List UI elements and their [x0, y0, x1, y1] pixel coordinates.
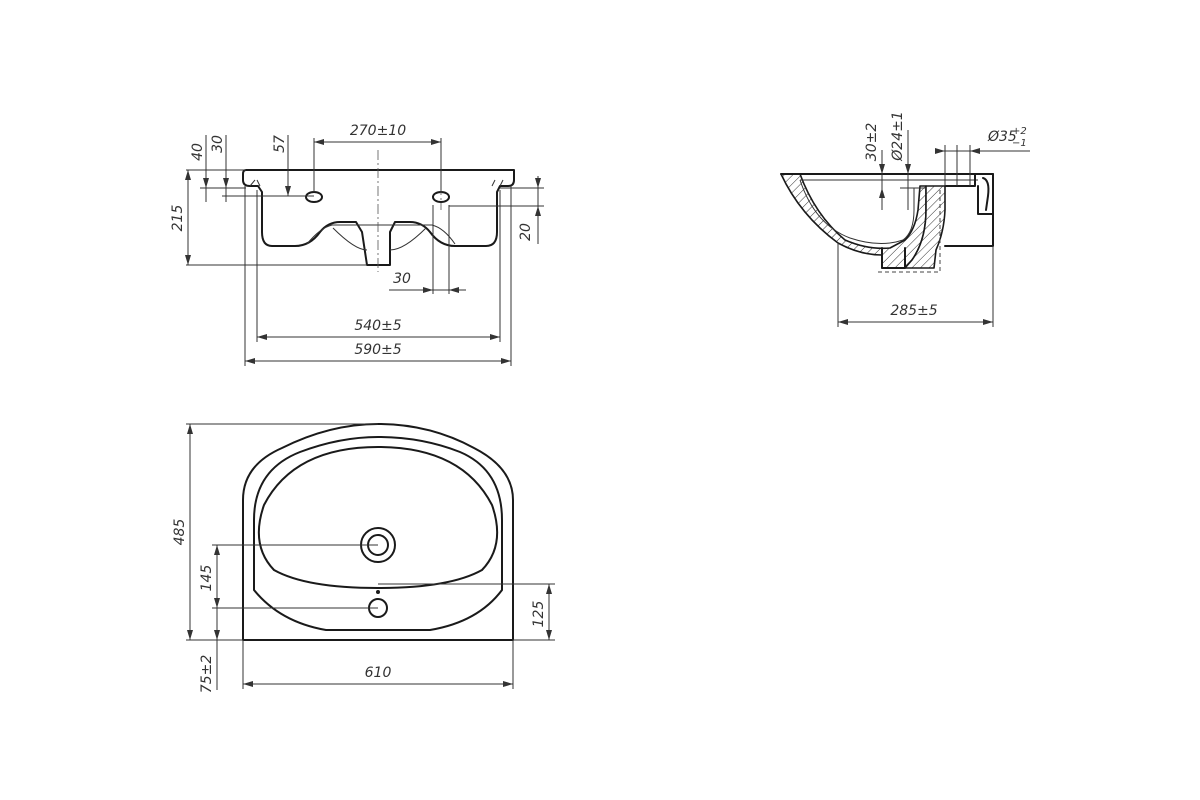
top-arrow-610-right — [503, 681, 513, 687]
side-label-30: 30±2 — [864, 123, 880, 162]
label-40: 40 — [190, 143, 206, 161]
arrow-30 — [223, 178, 229, 188]
top-arrow-610-left — [243, 681, 253, 687]
top-label-145: 145 — [199, 565, 215, 592]
top-view: 485 145 75±2 125 610 — [172, 423, 555, 694]
top-inner-bowl — [253, 436, 503, 631]
top-arrow-125-bottom — [546, 630, 552, 640]
side-label-35-upper: +2 — [1012, 126, 1027, 137]
side-arrow-24 — [905, 164, 911, 174]
arrow-30b-right — [449, 287, 459, 293]
top-arrow-75-bottom — [214, 630, 220, 640]
label-590: 590±5 — [354, 342, 401, 358]
side-arrow-285-left — [838, 319, 848, 325]
arrow-30b-left — [423, 287, 433, 293]
side-label-285: 285±5 — [890, 303, 937, 319]
front-inner-contour — [306, 224, 456, 245]
front-tap-hole-left — [305, 191, 323, 203]
side-back-section — [904, 185, 946, 269]
top-arrow-145-top — [214, 545, 220, 555]
arrow-270-left — [314, 139, 324, 145]
top-label-75: 75±2 — [199, 655, 215, 694]
label-20: 20 — [518, 223, 534, 241]
arrow-57 — [285, 186, 291, 196]
side-section-view: 30±2 Ø24±1 Ø35 +2 −1 285±5 — [780, 111, 1030, 327]
side-label-24: Ø24±1 — [890, 111, 906, 161]
top-label-125: 125 — [531, 601, 547, 628]
arrow-590-left — [245, 358, 255, 364]
arrow-540-right — [490, 334, 500, 340]
front-view: 40 30 57 270±10 215 20 30 — [170, 123, 544, 366]
front-drain-body — [332, 227, 427, 251]
top-outer-contour — [242, 423, 514, 641]
label-30b: 30 — [393, 271, 411, 287]
top-arrow-125-top — [546, 584, 552, 594]
top-tap-dot — [376, 590, 380, 594]
side-arrow-30-bottom — [879, 188, 885, 198]
arrow-270-right — [431, 139, 441, 145]
label-540: 540±5 — [354, 318, 401, 334]
label-30: 30 — [210, 135, 226, 153]
side-arrow-35-right — [970, 148, 980, 154]
top-arrow-485-bottom — [187, 630, 193, 640]
top-label-485: 485 — [172, 519, 188, 546]
label-57: 57 — [272, 135, 288, 153]
arrow-215-top — [185, 170, 191, 180]
side-label-35-lower: −1 — [1012, 138, 1027, 149]
side-bowl-interior — [799, 179, 915, 244]
side-label-35: Ø35 — [987, 129, 1017, 145]
front-rim-notch-left — [249, 179, 261, 187]
front-rim-notch-right — [491, 179, 504, 187]
side-arrow-35-left — [935, 148, 945, 154]
label-215: 215 — [170, 205, 186, 232]
side-back-block — [944, 173, 994, 247]
side-label-35-base: Ø35 — [987, 129, 1017, 145]
label-270: 270±10 — [350, 123, 406, 139]
side-arrow-285-right — [983, 319, 993, 325]
top-arrow-485-top — [187, 424, 193, 434]
arrow-20-top — [535, 178, 541, 188]
top-label-610: 610 — [365, 665, 392, 681]
arrow-540-left — [257, 334, 267, 340]
side-back-notch — [977, 177, 994, 215]
top-bowl-rim — [257, 446, 499, 589]
arrow-590-right — [501, 358, 511, 364]
side-arrow-30-top — [879, 164, 885, 174]
top-arrow-145-bottom — [214, 598, 220, 608]
arrow-215-bottom — [185, 255, 191, 265]
side-drain-stub — [881, 247, 906, 269]
arrow-20-bottom — [535, 206, 541, 216]
front-basin-outline — [242, 169, 515, 266]
arrow-40 — [203, 178, 209, 188]
